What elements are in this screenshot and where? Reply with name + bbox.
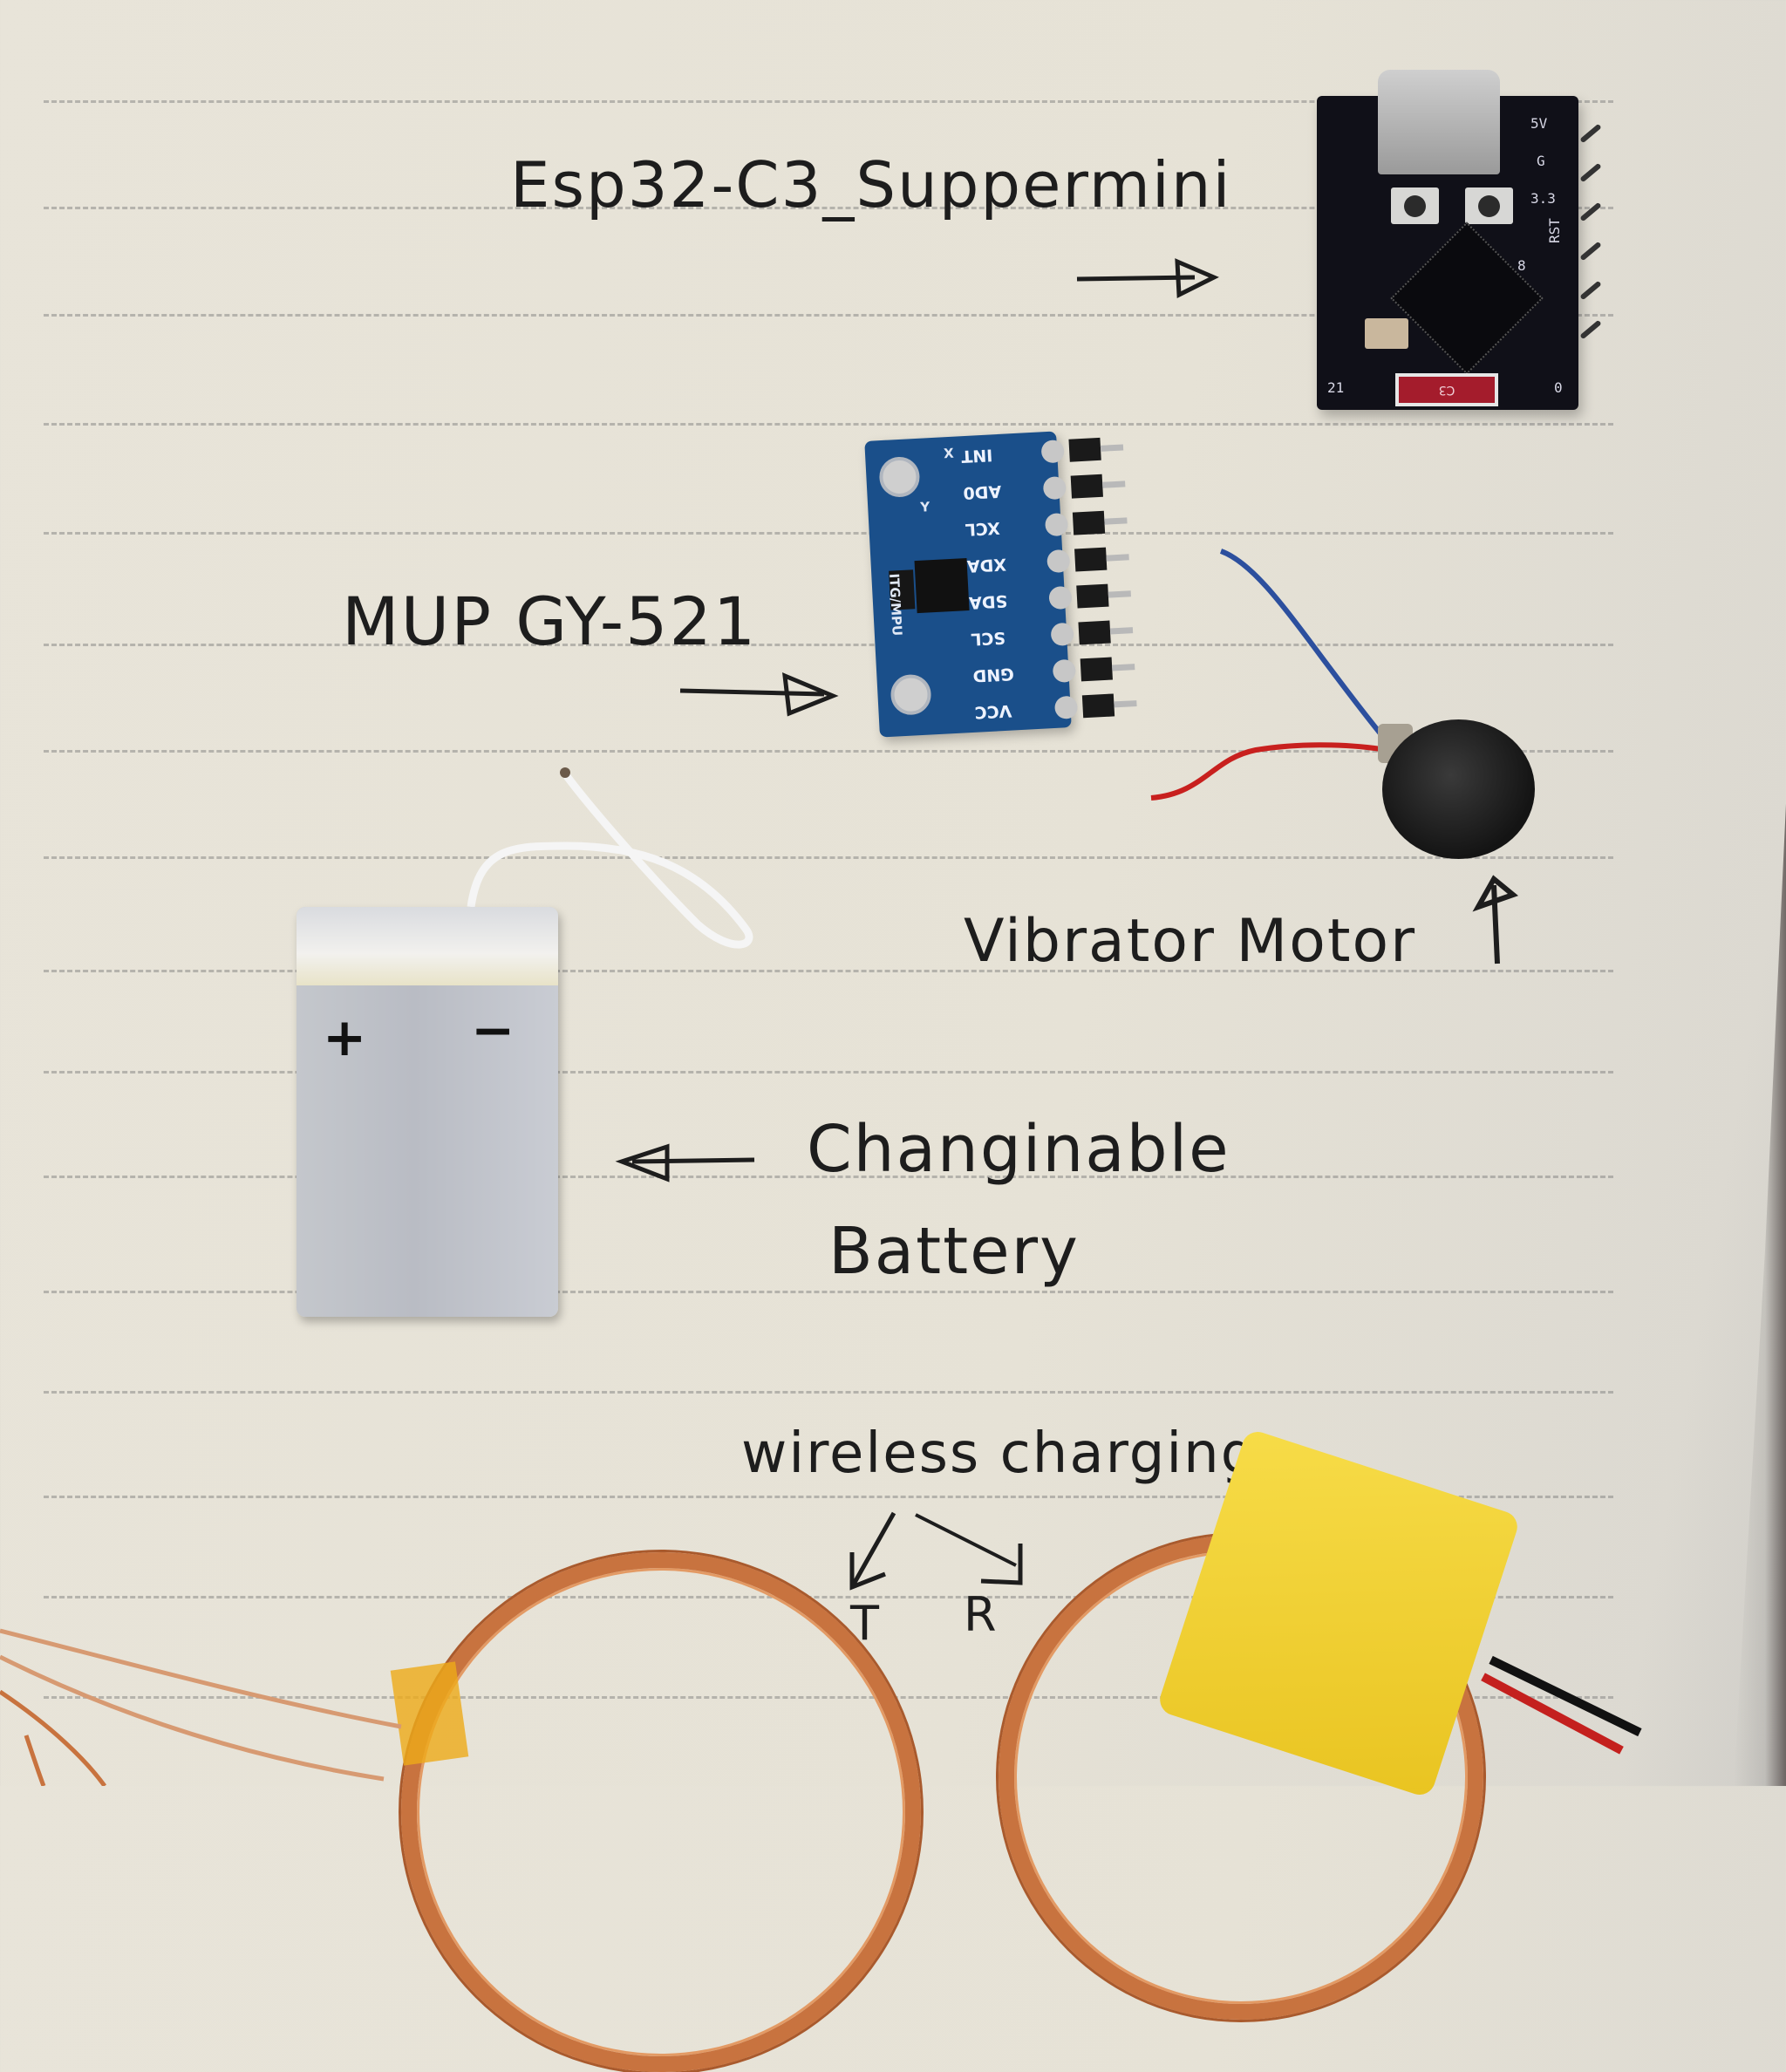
motor-wires xyxy=(1150,549,1389,801)
solder-pad xyxy=(1053,695,1079,719)
pin-xcl-label: XCL xyxy=(965,518,1001,540)
mpu6050-gy521-board: ITG/MPU X Y INT AD0 XCL XDA SDA SCL GND … xyxy=(864,431,1115,738)
boot-button xyxy=(1391,187,1439,224)
pin-int-label: INT xyxy=(960,445,993,467)
ruled-line xyxy=(44,1496,1613,1498)
lipo-battery: + − xyxy=(297,907,558,1317)
header-pin xyxy=(1074,547,1108,572)
arrow-left-icon xyxy=(615,1143,755,1183)
ruled-line xyxy=(44,644,1613,646)
pin-gnd-label: GND xyxy=(971,664,1015,685)
header-pin xyxy=(1080,657,1113,682)
arrow-up-icon xyxy=(1472,875,1519,964)
ruled-line xyxy=(44,207,1613,209)
pin-xda-label: XDA xyxy=(966,554,1007,576)
pin-label: 3.3 xyxy=(1530,190,1556,207)
blue-wire xyxy=(1219,549,1389,743)
battery-wire xyxy=(467,767,753,949)
red-wire xyxy=(1150,742,1387,801)
negative-terminal-mark: − xyxy=(471,1000,515,1061)
header-pin xyxy=(1076,583,1109,609)
pin-scl-label: SCL xyxy=(970,627,1006,649)
mpu-label: MUP GY-521 xyxy=(342,583,758,660)
battery-top-seal xyxy=(297,907,558,985)
solder-pad xyxy=(1042,475,1067,501)
pin-vcc-label: VCC xyxy=(974,700,1012,722)
axis-y-label: Y xyxy=(919,499,930,515)
battery-label-line2: Battery xyxy=(828,1214,1080,1289)
ruled-line xyxy=(44,1596,1613,1598)
transmitter-coil xyxy=(401,1552,921,2072)
coin-vibration-motor xyxy=(1382,719,1535,859)
ruled-line xyxy=(44,532,1613,535)
pin-sda-label: SDA xyxy=(968,590,1008,612)
header-pin xyxy=(1081,693,1115,719)
wire-tip xyxy=(560,767,570,778)
esp32-label: Esp32-C3_Suppermini xyxy=(510,148,1232,222)
notebook-page-edge xyxy=(1734,803,1786,1786)
solder-pad xyxy=(1046,549,1071,574)
white-wire xyxy=(467,774,753,949)
header-pin xyxy=(1078,620,1111,645)
arrow-right-icon xyxy=(679,672,839,717)
crystal-oscillator xyxy=(1365,318,1408,349)
ruled-line xyxy=(44,314,1613,317)
battery-label-line1: Changinable xyxy=(807,1112,1230,1187)
mounting-hole xyxy=(878,455,921,499)
positive-terminal-mark: + xyxy=(323,1007,367,1068)
header-pin xyxy=(1579,201,1602,222)
header-pin xyxy=(1579,123,1602,144)
ruled-line xyxy=(44,1291,1613,1293)
ruled-line xyxy=(44,750,1613,753)
ruled-line xyxy=(44,970,1613,972)
pin-label: G xyxy=(1537,153,1545,169)
arrow-right-icon xyxy=(1076,258,1219,298)
pin-label: 5V xyxy=(1530,115,1548,132)
axis-x-label: X xyxy=(943,445,955,462)
ruled-line xyxy=(44,1391,1613,1394)
ruled-line xyxy=(44,423,1613,426)
esp32-c3-supermini-board: 5V G 3.3 RST 8 21 0 C3 xyxy=(1317,70,1602,410)
receiver-label: R xyxy=(964,1587,999,1642)
solder-pad xyxy=(1052,658,1077,684)
motor-label: Vibrator Motor xyxy=(964,907,1417,976)
c3-fuse: C3 xyxy=(1395,373,1498,406)
ruled-line xyxy=(44,1071,1613,1073)
wireless-charging-label: wireless charging xyxy=(741,1421,1258,1486)
ruled-line xyxy=(44,100,1613,103)
c3-label: C3 xyxy=(1438,383,1455,397)
solder-pad xyxy=(1050,622,1074,647)
branch-arrows-icon xyxy=(849,1511,1023,1591)
itg-mpu-silkscreen: ITG/MPU xyxy=(886,573,905,637)
coil-leads xyxy=(0,1628,402,1786)
header-pin xyxy=(1579,241,1602,262)
usb-c-port xyxy=(1378,70,1500,174)
reset-button xyxy=(1465,187,1513,224)
header-pin xyxy=(1579,319,1602,340)
header-pin xyxy=(1072,510,1106,535)
mcu-chip xyxy=(1390,222,1544,375)
solder-pad xyxy=(1040,440,1065,464)
mounting-hole xyxy=(890,673,932,716)
header-pin xyxy=(1579,162,1602,183)
pin-label: 0 xyxy=(1554,379,1563,396)
pin-ad0-label: AD0 xyxy=(962,481,1002,503)
ruled-line xyxy=(44,1176,1613,1178)
ruled-line xyxy=(44,856,1613,859)
header-pin xyxy=(1068,437,1101,462)
pin-label: RST xyxy=(1545,218,1563,243)
pin-label: 21 xyxy=(1327,379,1345,396)
pin-label: 8 xyxy=(1517,257,1526,274)
solder-pad xyxy=(1048,585,1073,610)
mpu6050-chip xyxy=(914,558,970,614)
header-pin xyxy=(1579,280,1602,301)
header-pin xyxy=(1070,474,1103,499)
